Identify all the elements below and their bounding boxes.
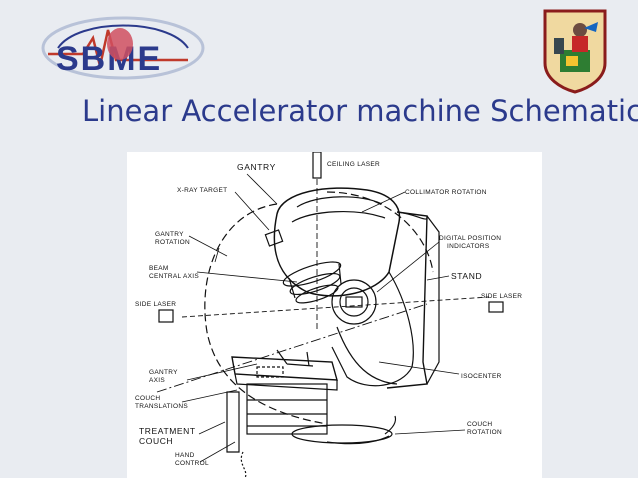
label-ceiling-laser: CEILING LASER (327, 161, 380, 168)
label-xray-target: X-RAY TARGET (177, 187, 227, 194)
label-couch-rotation-2: ROTATION (467, 429, 502, 436)
label-gantry-axis-2: AXIS (149, 377, 165, 384)
faculty-emblem (540, 8, 610, 94)
label-gantry-rotation-2: ROTATION (155, 239, 190, 246)
label-couch-translations-2: TRANSLATIONS (135, 403, 188, 410)
label-side-laser-left: SIDE LASER (135, 301, 176, 308)
gantry-rotation-arc (204, 203, 328, 425)
right-side-laser-unit (488, 301, 504, 313)
label-gantry: GANTRY (237, 162, 276, 172)
gantry-axis-line (156, 303, 428, 393)
label-hand-control-2: CONTROL (175, 460, 209, 467)
label-gantry-rotation-1: GANTRY (155, 231, 184, 238)
stand-housing (386, 211, 428, 389)
label-beam-axis-1: BEAM (149, 265, 169, 272)
ceiling-laser-unit (312, 152, 322, 179)
linac-schematic: GANTRY CEILING LASER X-RAY TARGET COLLIM… (127, 152, 542, 478)
label-treatment-couch-2: COUCH (139, 436, 173, 446)
label-treatment-couch-1: TREATMENT (139, 426, 196, 436)
left-side-laser-unit (158, 309, 174, 323)
sbme-logo: SBME (38, 8, 208, 86)
label-side-laser-right: SIDE LASER (481, 293, 522, 300)
label-couch-rotation-1: COUCH (467, 421, 492, 428)
label-collimator-rotation: COLLIMATOR ROTATION (405, 189, 487, 196)
laser-line (181, 296, 490, 318)
label-beam-axis-2: CENTRAL AXIS (149, 273, 199, 280)
digital-position-indicator (331, 279, 377, 325)
label-digital-position-2: INDICATORS (447, 243, 490, 250)
label-hand-control-1: HAND (175, 452, 195, 459)
slide-title: Linear Accelerator machine Schematic (82, 94, 638, 128)
label-digital-position-1: DIGITAL POSITION (439, 235, 501, 242)
collimator (282, 261, 342, 287)
label-couch-translations-1: COUCH (135, 395, 160, 402)
label-isocenter: ISOCENTER (461, 373, 502, 380)
label-gantry-axis-1: GANTRY (149, 369, 178, 376)
label-stand: STAND (451, 271, 482, 281)
